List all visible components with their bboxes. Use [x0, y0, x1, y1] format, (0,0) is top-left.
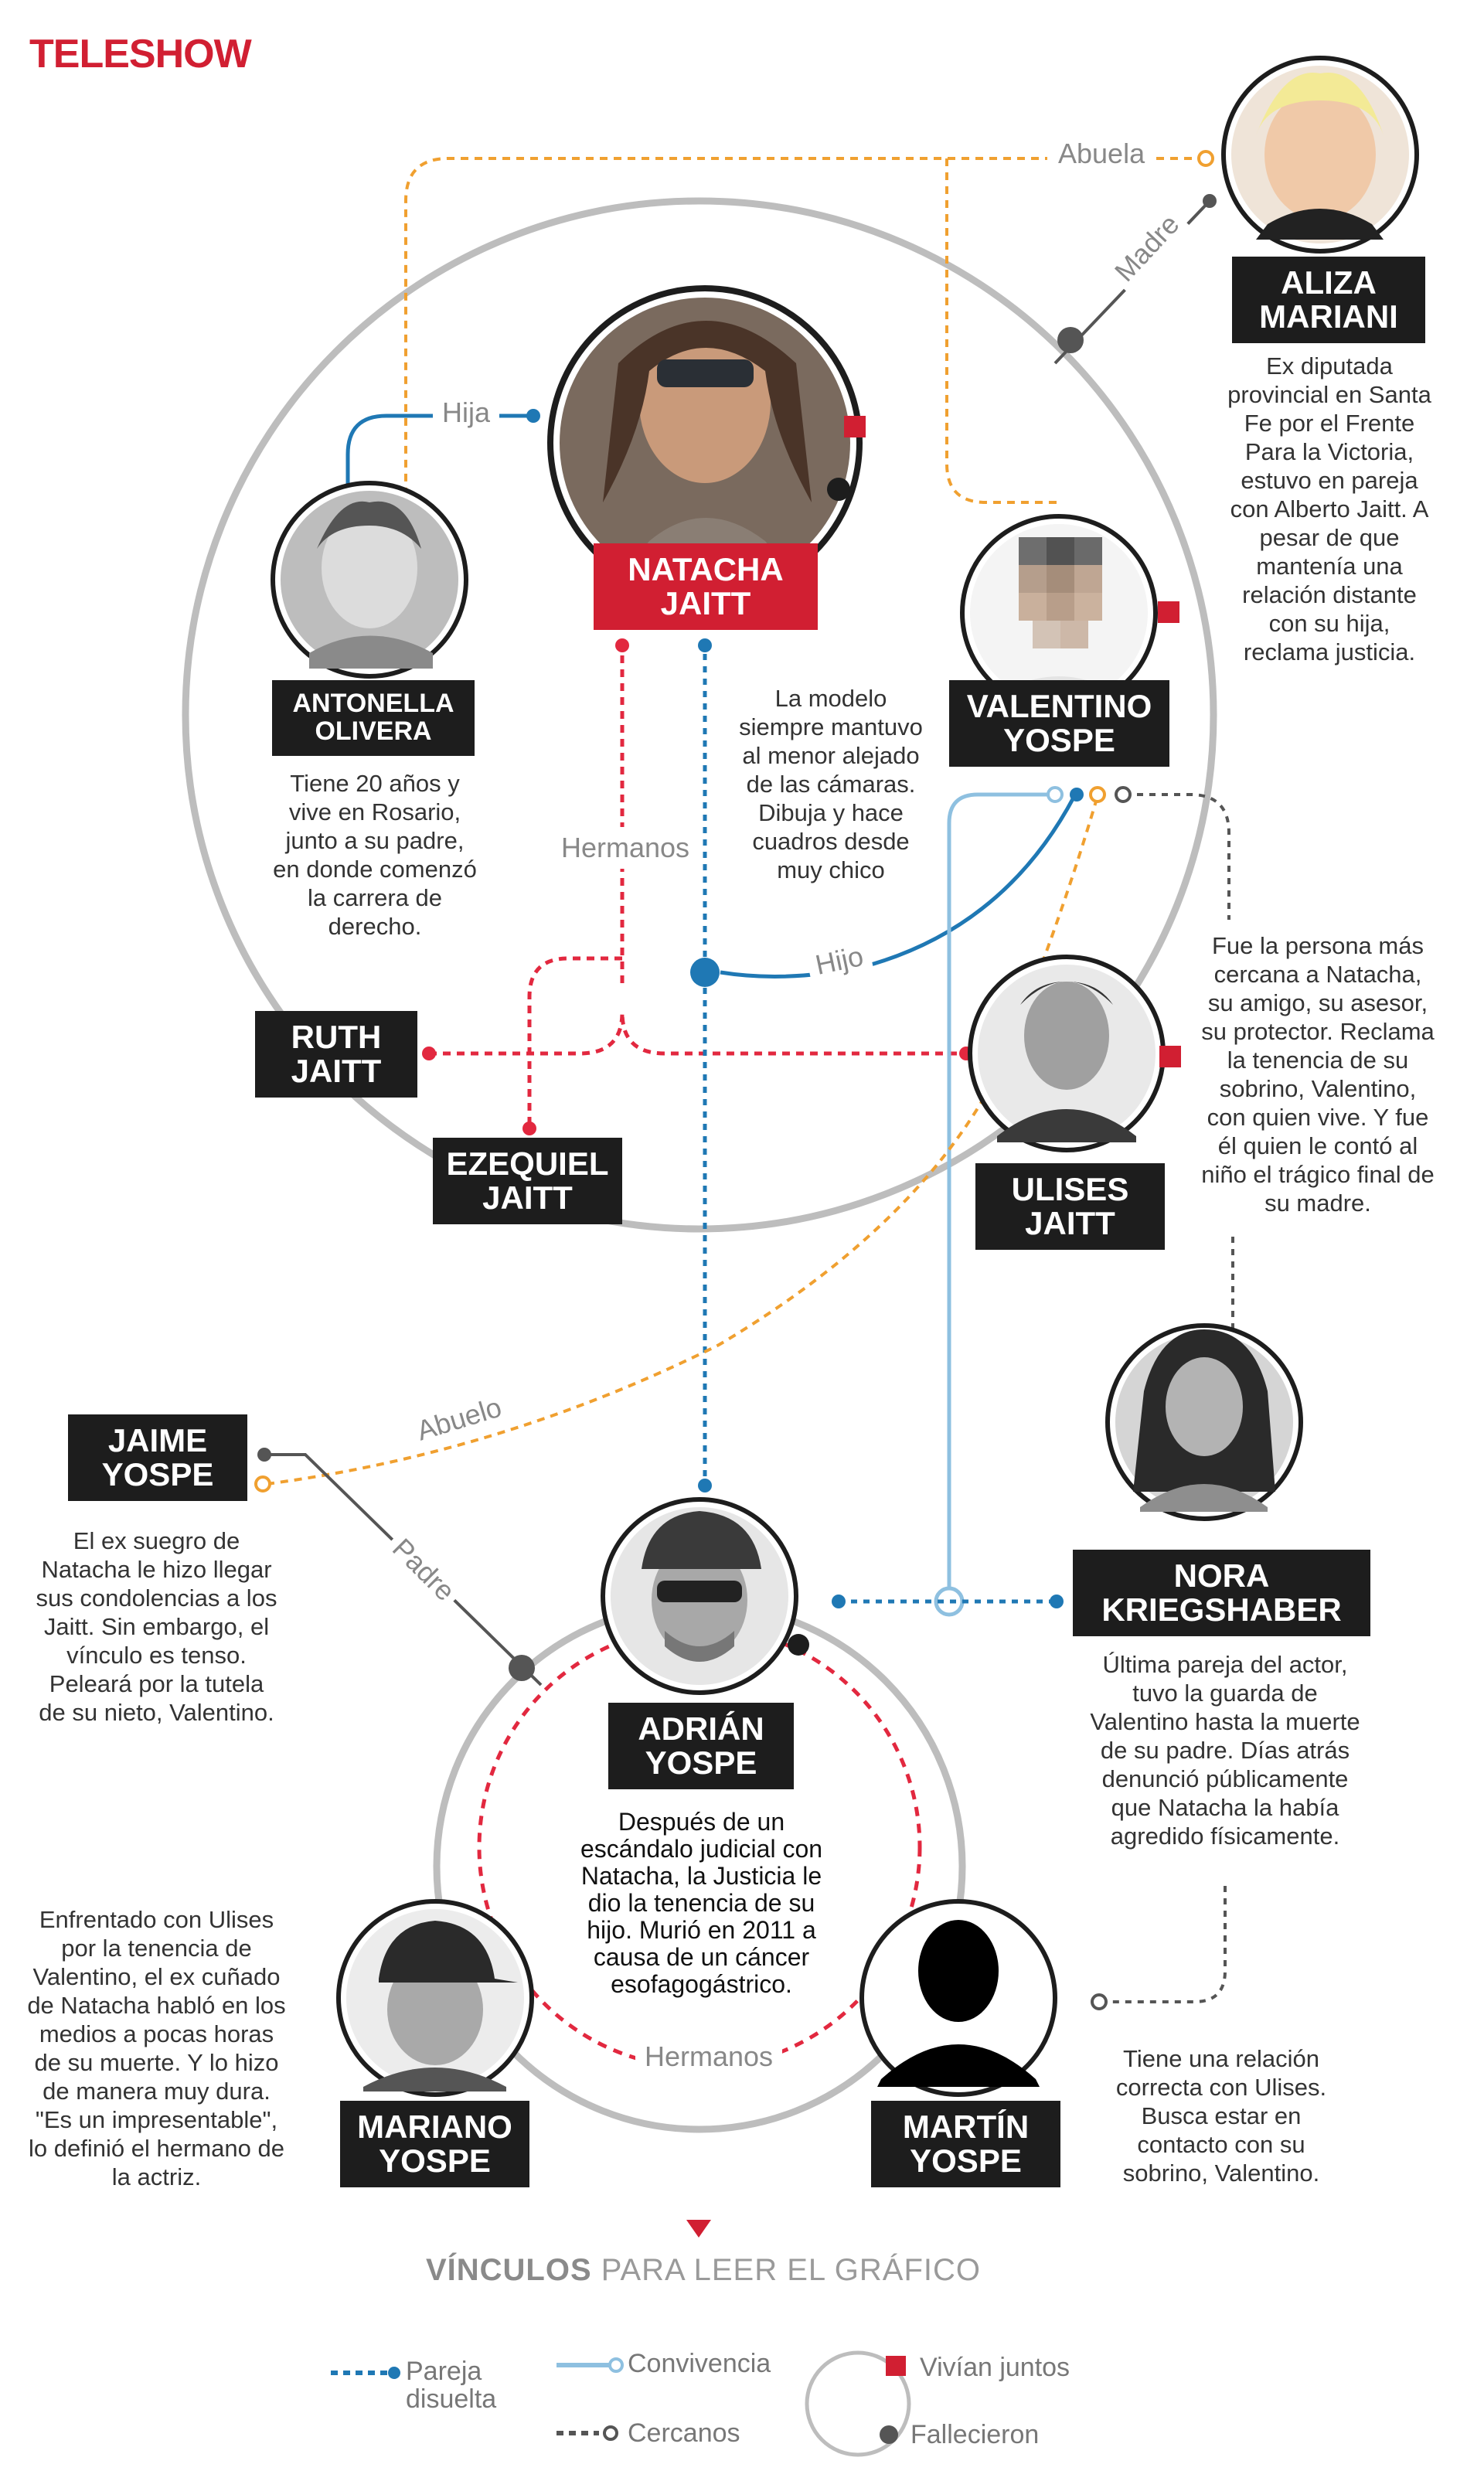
madre-end: [1203, 194, 1217, 208]
portrait-mariano: [336, 1899, 534, 2097]
name-valentino: VALENTINO YOSPE: [949, 680, 1169, 767]
desc-ulises: Fue la persona más cercana a Natacha, su…: [1201, 932, 1435, 1217]
hijo-node: [690, 958, 720, 987]
relation-hija: Hija: [433, 397, 500, 429]
name-natacha: NATACHA JAITT: [594, 543, 818, 630]
pareja-end-adrian-right: [832, 1595, 846, 1608]
legend-title-bold: VÍNCULOS: [425, 2253, 592, 2287]
legend-pareja: Pareja disuelta: [406, 2357, 497, 2414]
abuela-line: [404, 157, 1206, 499]
cercanos-end-martin: [1091, 1993, 1108, 2010]
name-jaime: JAIME YOSPE: [68, 1414, 247, 1501]
legend-fallecieron: Fallecieron: [910, 2420, 1040, 2449]
cercanos-ulises-line: [1125, 793, 1230, 920]
hermanos-line-ezequiel: [527, 956, 622, 1128]
padre-end-jaime: [257, 1448, 271, 1462]
name-mariano: MARIANO YOSPE: [340, 2101, 529, 2187]
pareja-end-natacha: [698, 638, 712, 652]
name-adrian: ADRIÁN YOSPE: [608, 1703, 794, 1789]
convivencia-end-valentino: [1047, 786, 1064, 803]
desc-jaime: El ex suegro de Natacha le hizo llegar s…: [36, 1527, 277, 1726]
desc-antonella: Tiene 20 años y vive en Rosario, junto a…: [273, 770, 477, 940]
abuelo-line: [266, 795, 1099, 1486]
abuela-end-aliza: [1197, 150, 1214, 167]
pareja-end-nora: [1050, 1595, 1064, 1608]
name-aliza: ALIZA MARIANI: [1232, 257, 1425, 343]
desc-valentino: La modelo siempre mantuvo al menor aleja…: [739, 685, 923, 883]
cercanos-nora-martin: [1101, 1886, 1227, 2003]
desc-adrian: Después de un escándalo judicial con Nat…: [580, 1808, 823, 1998]
name-ruth: RUTH JAITT: [255, 1011, 417, 1098]
desc-nora: Última pareja del actor, tuvo la guarda …: [1090, 1651, 1360, 1850]
desc-aliza: Ex diputada provincial en Santa Fe por e…: [1227, 352, 1431, 665]
portrait-ulises: [968, 955, 1181, 1152]
portrait-nora: [1105, 1323, 1303, 1521]
relation-hermanos-bottom: Hermanos: [635, 2040, 783, 2073]
abuela-branch-valentino: [945, 158, 1059, 504]
cercanos-end-valentino: [1115, 786, 1132, 803]
legend-title: VÍNCULOS PARA LEER EL GRÁFICO: [0, 2253, 1407, 2288]
portrait-antonella: [271, 481, 468, 679]
legend-title-rest: PARA LEER EL GRÁFICO: [591, 2253, 982, 2287]
name-nora: NORA KRIEGSHABER: [1073, 1550, 1370, 1636]
portrait-aliza: [1221, 56, 1419, 254]
legend-vivian: Vivían juntos: [920, 2353, 1070, 2382]
abuelo-end-valentino: [1089, 786, 1106, 803]
desc-mariano: Enfrentado con Ulises por la tenencia de…: [27, 1906, 286, 2190]
legend-cercanos: Cercanos: [628, 2418, 740, 2448]
relation-hermanos-top: Hermanos: [555, 827, 696, 869]
name-antonella: ANTONELLA OLIVERA: [272, 680, 475, 756]
hermanos-end-ruth: [422, 1047, 436, 1060]
name-ezequiel: EZEQUIEL JAITT: [433, 1138, 622, 1224]
hija-end-natacha: [526, 409, 540, 423]
hermanos-line-ruth-ulises: [429, 1012, 966, 1056]
teleshow-logo[interactable]: TELESHOW: [29, 32, 252, 77]
name-ulises: ULISES JAITT: [975, 1163, 1165, 1250]
portrait-valentino: [960, 514, 1179, 712]
madre-node: [1057, 327, 1084, 353]
hijo-line: [720, 795, 1077, 979]
relation-abuela: Abuela: [1047, 138, 1156, 170]
padre-node: [509, 1655, 535, 1681]
jaitt-family-circle: [182, 197, 1217, 1233]
pareja-end-adrian: [698, 1479, 712, 1492]
name-martin: MARTÍN YOSPE: [871, 2101, 1060, 2187]
portrait-natacha: [547, 285, 866, 601]
hermanos-end-ezequiel: [522, 1121, 536, 1135]
hijo-end-valentino: [1070, 788, 1084, 802]
hermanos-end-natacha: [615, 638, 629, 652]
abuelo-end-jaime: [254, 1475, 271, 1492]
legend-graphics: [331, 2350, 911, 2457]
hija-line: [345, 414, 533, 495]
legend-convivencia: Convivencia: [628, 2349, 771, 2378]
convivencia-line: [947, 792, 1055, 1592]
padre-line: [267, 1453, 543, 1686]
portrait-adrian: [601, 1497, 809, 1695]
portrait-martin: [859, 1899, 1057, 2097]
desc-martin: Tiene una relación correcta con Ulises. …: [1115, 2045, 1327, 2187]
scroll-triangle: [686, 2220, 711, 2238]
